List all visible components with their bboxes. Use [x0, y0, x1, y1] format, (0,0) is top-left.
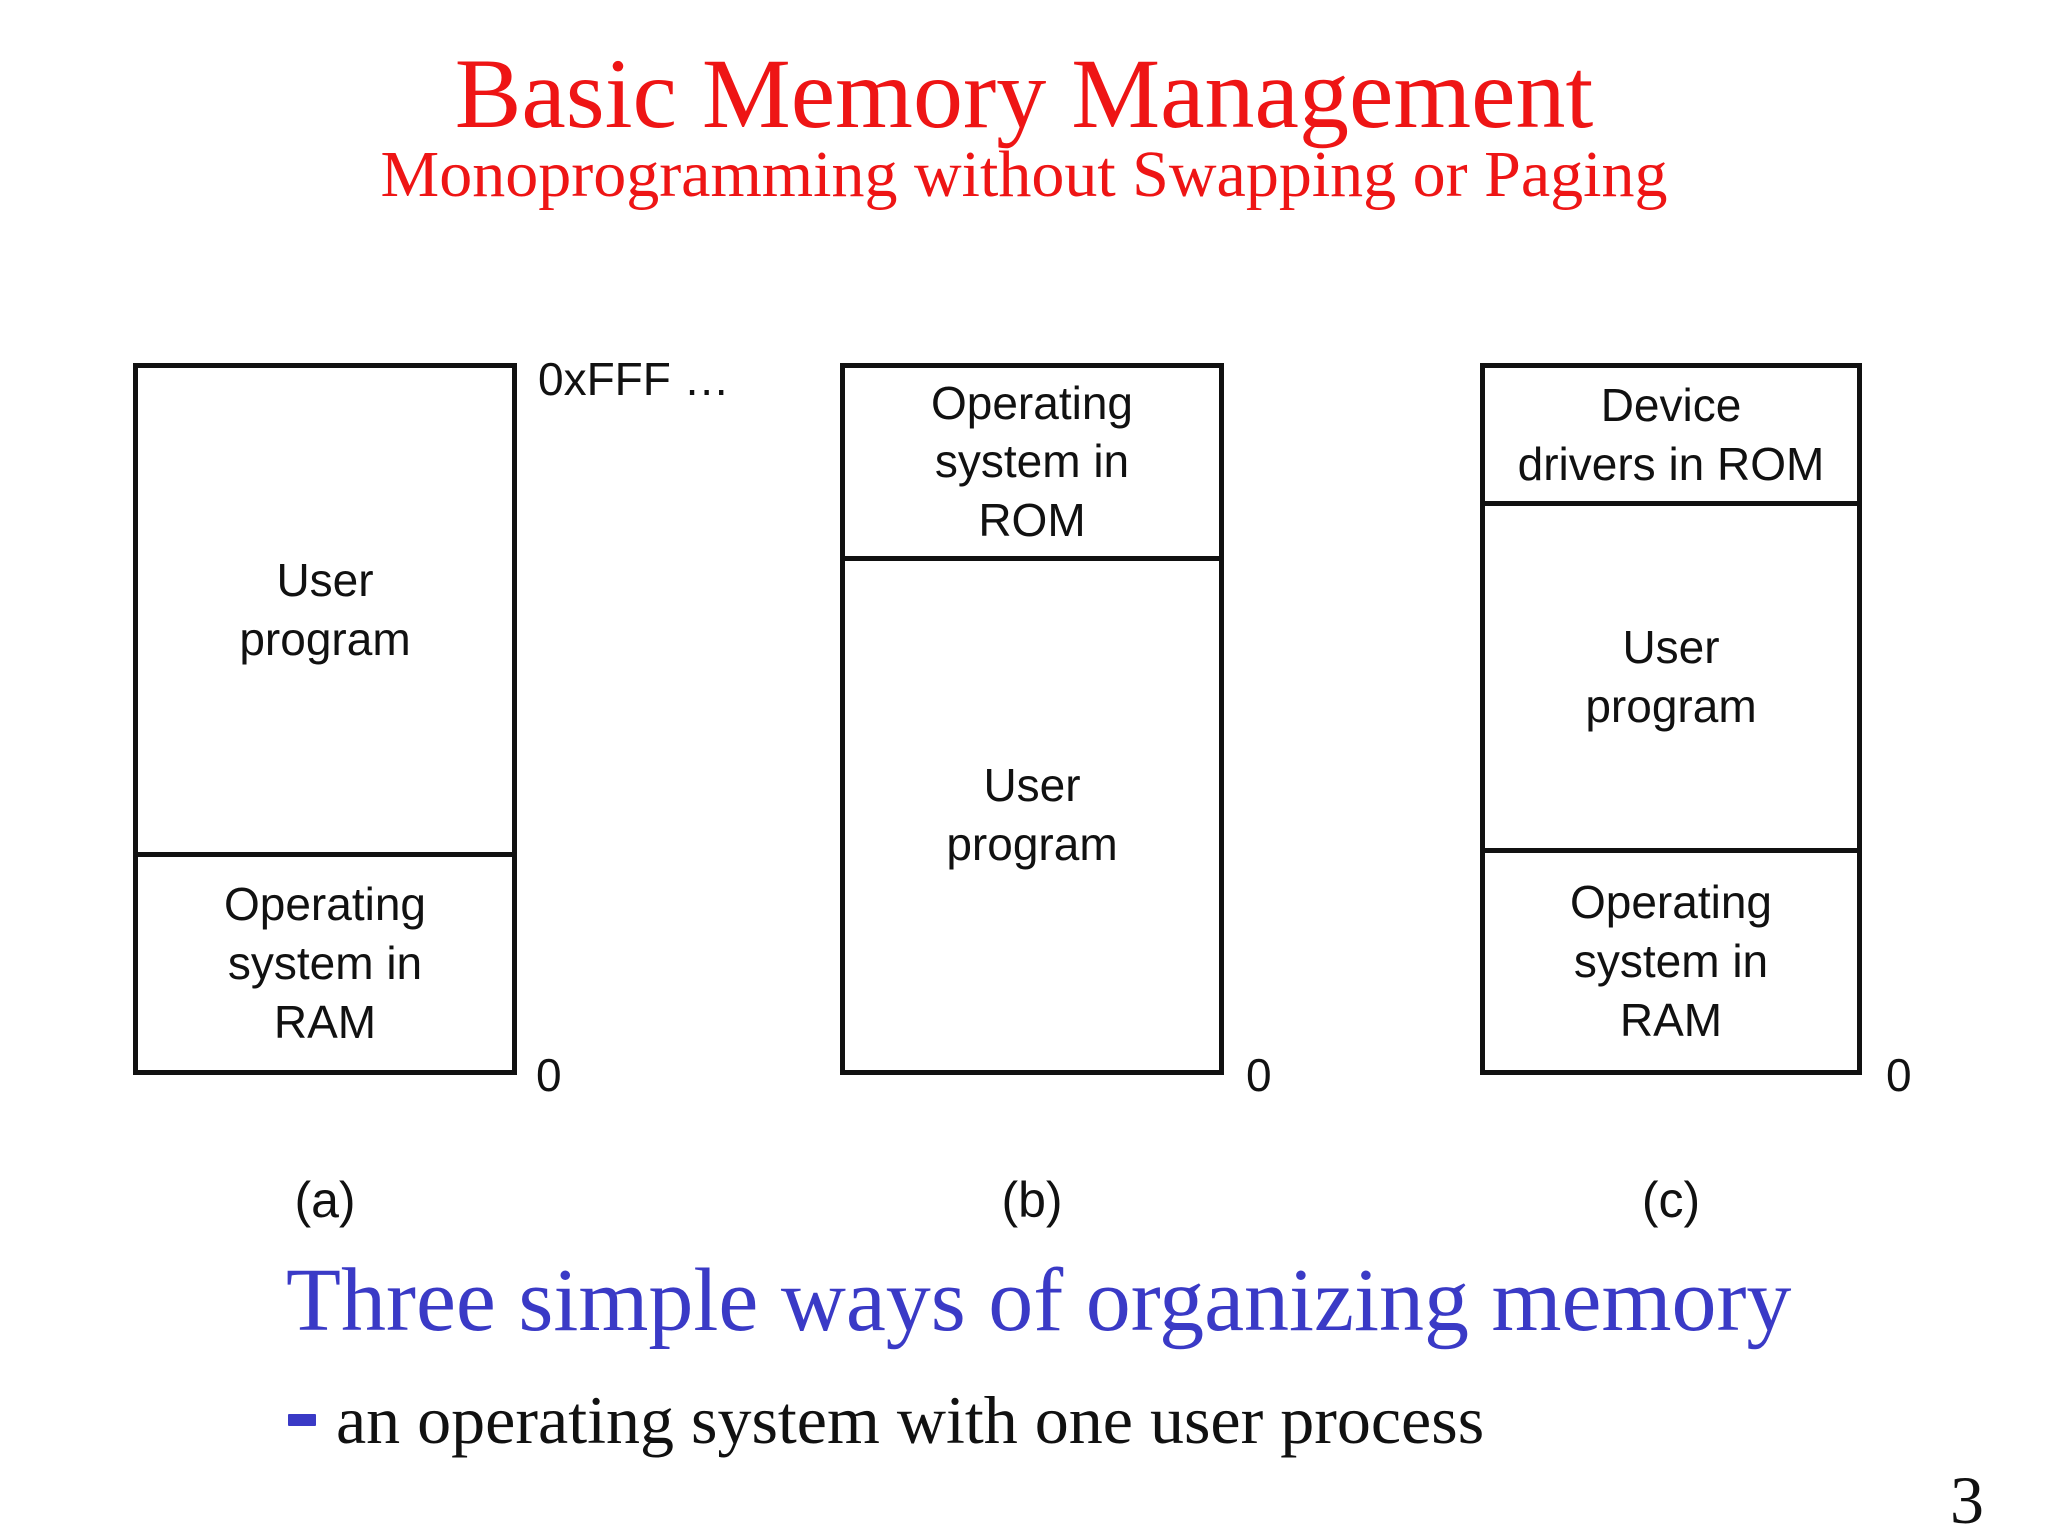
section-label-line: system in: [1573, 935, 1769, 988]
section-label-line: User: [276, 553, 374, 606]
section-label-line: RAM: [1619, 994, 1723, 1046]
diagram-caption-b: (b): [1001, 1172, 1063, 1228]
page-number: 3: [1950, 1462, 1984, 1538]
memory-section-user-program: User program: [845, 555, 1219, 1070]
section-label-line: Operating: [930, 376, 1133, 429]
summary-bullet-line: an operating system with one user proces…: [288, 1386, 1484, 1454]
section-label-line: program: [1585, 680, 1757, 733]
memory-section-user-program: User program: [1485, 501, 1857, 848]
memory-diagram-a: User program Operating system in RAM: [133, 363, 517, 1075]
memory-diagram-b: Operating system in ROM User program: [840, 363, 1224, 1075]
address-label-zero-a: 0: [536, 1049, 562, 1101]
section-label-line: Device: [1600, 378, 1742, 431]
memory-section-os-ram: Operating system in RAM: [1485, 848, 1857, 1070]
memory-section-os-ram: Operating system in RAM: [138, 851, 512, 1070]
slide-subtitle: Monoprogramming without Swapping or Pagi…: [380, 138, 1668, 211]
memory-section-device-drivers: Device drivers in ROM: [1485, 368, 1857, 501]
section-label-line: Operating: [223, 877, 426, 930]
section-label-line: system in: [227, 936, 423, 989]
section-label-line: program: [946, 818, 1118, 871]
diagram-caption-c: (c): [1641, 1172, 1701, 1228]
memory-section-user-program: User program: [138, 368, 512, 852]
summary-bullet-text: an operating system with one user proces…: [336, 1382, 1485, 1458]
summary-heading: Three simple ways of organizing memory: [286, 1251, 1792, 1350]
section-label-line: User: [1622, 621, 1720, 674]
section-label-line: program: [239, 612, 411, 665]
memory-diagram-c: Device drivers in ROM User program Opera…: [1480, 363, 1862, 1075]
address-label-zero-b: 0: [1246, 1049, 1272, 1101]
section-label-line: drivers in ROM: [1517, 437, 1825, 490]
diagram-caption-a: (a): [294, 1172, 356, 1228]
section-label-line: RAM: [273, 995, 377, 1048]
slide-title: Basic Memory Management: [454, 38, 1594, 149]
address-label-zero-c: 0: [1886, 1049, 1912, 1101]
section-label-line: ROM: [978, 494, 1086, 547]
section-label-line: User: [983, 759, 1081, 812]
memory-section-os-rom: Operating system in ROM: [845, 368, 1219, 556]
section-label-line: system in: [934, 435, 1130, 488]
dash-bullet-icon: [288, 1414, 316, 1426]
section-label-line: Operating: [1569, 876, 1772, 929]
address-label-top-a: 0xFFF …: [538, 353, 730, 405]
